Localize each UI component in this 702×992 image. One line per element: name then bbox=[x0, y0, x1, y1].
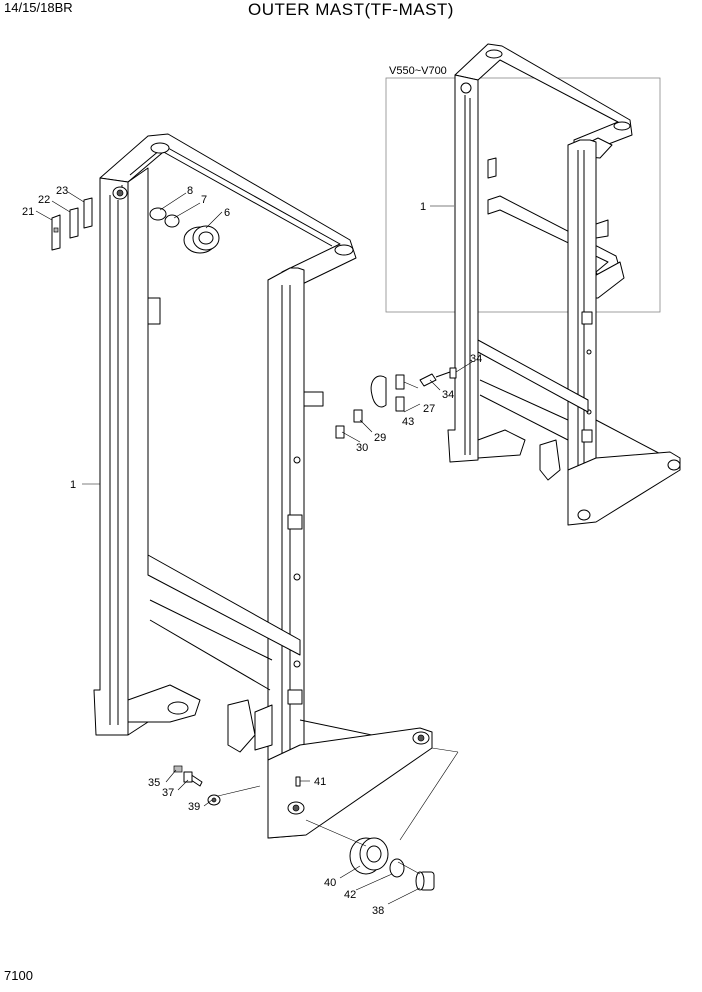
callout-21: 21 bbox=[22, 206, 34, 218]
callout-labels: 1 1 6 7 8 21 22 23 27 29 30 34 34 35 37 … bbox=[22, 185, 482, 917]
callout-30: 30 bbox=[356, 442, 368, 454]
left-rail bbox=[93, 177, 129, 736]
bolt-group-35-37-39 bbox=[173, 765, 221, 806]
callout-8: 8 bbox=[187, 185, 193, 197]
part-40-roller bbox=[349, 837, 389, 875]
part-7-ring bbox=[164, 214, 180, 228]
page-title: OUTER MAST(TF-MAST) bbox=[248, 0, 454, 19]
callout-38: 38 bbox=[372, 905, 384, 917]
callout-41: 41 bbox=[314, 776, 326, 788]
callout-34-lower: 34 bbox=[442, 389, 454, 401]
callout-39: 39 bbox=[188, 801, 200, 813]
callout-29: 29 bbox=[374, 432, 386, 444]
callout-22: 22 bbox=[38, 194, 50, 206]
part-21-plate bbox=[51, 214, 61, 251]
model-code: 14/15/18BR bbox=[4, 0, 73, 15]
part-6-bearing bbox=[183, 225, 220, 254]
detail-box bbox=[385, 77, 661, 313]
part-8-ring bbox=[149, 207, 167, 221]
callout-7: 7 bbox=[201, 194, 207, 206]
main-mast-assembly bbox=[93, 133, 433, 839]
callout-35: 35 bbox=[148, 777, 160, 789]
part-38-cap bbox=[415, 871, 435, 891]
part-42-ring bbox=[389, 858, 405, 878]
detail-mast-assembly bbox=[447, 43, 681, 526]
callout-1-detail: 1 bbox=[420, 201, 426, 213]
callout-37: 37 bbox=[162, 787, 174, 799]
callout-34-upper: 34 bbox=[470, 353, 482, 365]
page-code: 7100 bbox=[4, 968, 33, 983]
callout-40: 40 bbox=[324, 877, 336, 889]
callout-43: 43 bbox=[402, 416, 414, 428]
callout-42: 42 bbox=[344, 889, 356, 901]
callout-1-main: 1 bbox=[70, 479, 76, 491]
callout-6: 6 bbox=[224, 207, 230, 219]
callout-27: 27 bbox=[423, 403, 435, 415]
front-foot-plate bbox=[267, 727, 433, 839]
base-frame bbox=[147, 554, 301, 656]
leader-lines bbox=[35, 191, 473, 905]
part-22-plate bbox=[69, 207, 79, 239]
part-23-plate bbox=[83, 197, 93, 229]
callout-23: 23 bbox=[56, 185, 68, 197]
hose-clamp-group bbox=[335, 367, 457, 439]
detail-box-label: V550~V700 bbox=[389, 65, 447, 77]
